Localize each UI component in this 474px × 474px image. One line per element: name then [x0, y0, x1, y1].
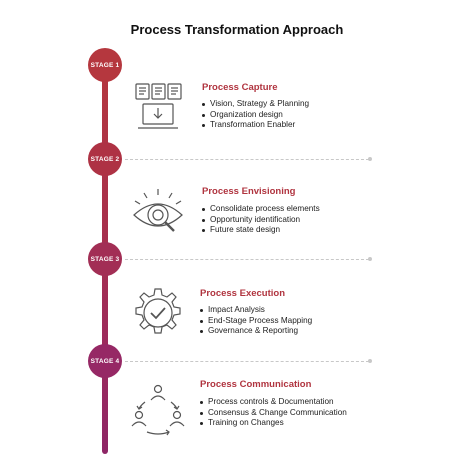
- stage-4-badge: STAGE 4: [88, 344, 122, 378]
- eye-magnifier-icon: [130, 185, 186, 241]
- stage-2-badge: STAGE 2: [88, 142, 122, 176]
- stage-3-heading: Process Execution: [200, 288, 286, 299]
- list-item: Consensus & Change Communication: [200, 408, 347, 419]
- stage-3-divider: [125, 259, 369, 260]
- stage-4-list: Process controls & Documentation Consens…: [200, 397, 347, 429]
- stage-4-divider: [125, 361, 369, 362]
- stage-1-list: Vision, Strategy & Planning Organization…: [202, 99, 309, 131]
- stage-3-list: Impact Analysis End-Stage Process Mappin…: [200, 305, 312, 337]
- list-item: Training on Changes: [200, 418, 347, 429]
- gear-check-icon: [130, 285, 186, 341]
- list-item: Future state design: [202, 225, 320, 236]
- people-cycle-icon: [130, 382, 186, 438]
- stage-2-divider: [125, 159, 369, 160]
- list-item: Organization design: [202, 110, 309, 121]
- list-item: Process controls & Documentation: [200, 397, 347, 408]
- laptop-documents-icon: [130, 78, 186, 134]
- divider-end-dot: [368, 157, 372, 161]
- stage-4-heading: Process Communication: [200, 379, 312, 390]
- list-item: Transformation Enabler: [202, 120, 309, 131]
- list-item: End-Stage Process Mapping: [200, 316, 312, 327]
- stage-2-heading: Process Envisioning: [202, 186, 296, 197]
- stage-2-list: Consolidate process elements Opportunity…: [202, 204, 320, 236]
- list-item: Governance & Reporting: [200, 326, 312, 337]
- stage-1-heading: Process Capture: [202, 82, 278, 93]
- list-item: Vision, Strategy & Planning: [202, 99, 309, 110]
- stage-1-badge: STAGE 1: [88, 48, 122, 82]
- list-item: Consolidate process elements: [202, 204, 320, 215]
- divider-end-dot: [368, 359, 372, 363]
- page-title: Process Transformation Approach: [130, 22, 344, 37]
- list-item: Opportunity identification: [202, 215, 320, 226]
- stage-3-badge: STAGE 3: [88, 242, 122, 276]
- list-item: Impact Analysis: [200, 305, 312, 316]
- divider-end-dot: [368, 257, 372, 261]
